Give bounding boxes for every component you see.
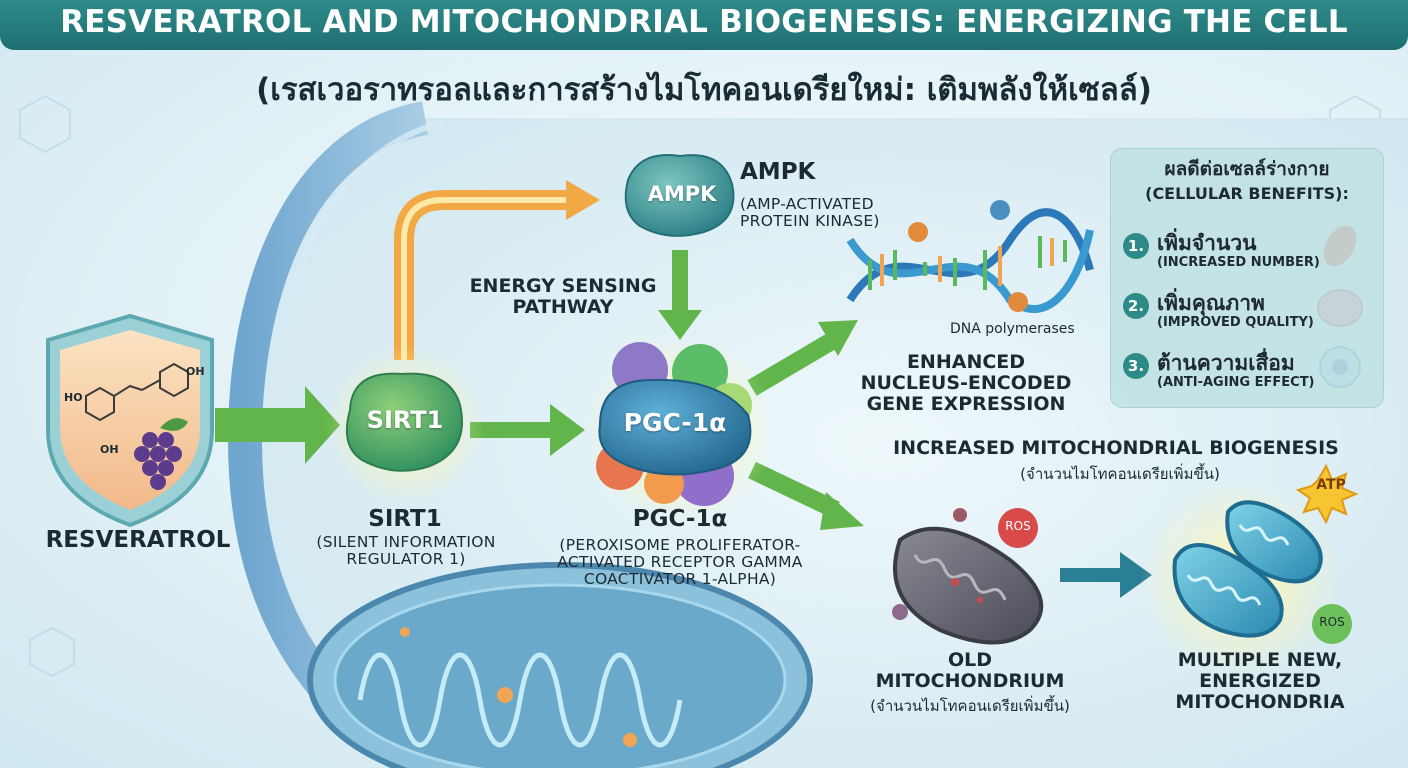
benefit-sub: (INCREASED NUMBER) bbox=[1157, 255, 1320, 270]
inner-mitochondrion-illustration bbox=[307, 562, 813, 768]
pgc1a-description: (PEROXISOME PROLIFERATOR-ACTIVATED RECEP… bbox=[557, 536, 803, 589]
atp-burst-icon bbox=[1295, 463, 1359, 525]
arrow-resveratrol-to-sirt1 bbox=[215, 386, 340, 464]
benefits-title-english: (CELLULAR BENEFITS): bbox=[1145, 184, 1349, 203]
biogenesis-title: INCREASED MITOCHONDRIAL BIOGENESIS bbox=[893, 437, 1339, 459]
dna-polymerases-label: DNA polymerases bbox=[950, 321, 1075, 337]
ampk-node-label: AMPK bbox=[647, 182, 717, 206]
pgc1a-node-label: PGC-1α bbox=[623, 408, 727, 437]
oh-label: HO bbox=[64, 391, 83, 404]
arrow-old-to-new-mito bbox=[1060, 552, 1152, 598]
oh-label: OH bbox=[186, 365, 205, 378]
resveratrol-shield-icon bbox=[46, 313, 214, 528]
cellular-benefits-panel: ผลดีต่อเซลล์ร่างกาย (CELLULAR BENEFITS):… bbox=[1110, 148, 1384, 408]
benefit-number: 3. bbox=[1123, 353, 1149, 379]
page-subtitle: (เรสเวอราทรอลและการสร้างไมโทคอนเดรียใหม่… bbox=[256, 72, 1152, 108]
biogenesis-thai-label: (จำนวนไมโทคอนเดรียเพิ่มขึ้น) bbox=[1020, 465, 1220, 483]
ampk-name: AMPK bbox=[740, 159, 816, 185]
atp-label: ATP bbox=[1316, 477, 1346, 493]
arrow-pgc-to-dna bbox=[747, 334, 835, 396]
old-mitochondrion-thai-label: (จำนวนไมโทคอนเดรียเพิ่มขึ้น) bbox=[870, 697, 1070, 715]
arrow-sirt1-to-pgc bbox=[470, 404, 585, 456]
old-mitochondrion-illustration bbox=[892, 508, 1044, 645]
title-banner bbox=[0, 0, 1408, 50]
sirt1-node bbox=[346, 372, 463, 472]
ros-label: ROS bbox=[1005, 519, 1031, 533]
pathway-arrows bbox=[215, 180, 1152, 598]
dna-helix-illustration bbox=[846, 200, 1094, 313]
new-mitochondria-illustration bbox=[1172, 463, 1359, 644]
benefit-sub: (IMPROVED QUALITY) bbox=[1157, 315, 1314, 330]
ros-label: ROS bbox=[1319, 615, 1345, 629]
benefit-main: เพิ่มคุณภาพ bbox=[1157, 291, 1265, 315]
page-title: RESVERATROL AND MITOCHONDRIAL BIOGENESIS… bbox=[60, 4, 1348, 40]
ros-particle-icon bbox=[998, 508, 1038, 548]
arrow-ampk-to-pgc bbox=[658, 250, 702, 340]
benefit-number: 2. bbox=[1123, 293, 1149, 319]
grape-icon bbox=[134, 418, 188, 490]
dna-polymerase-icon bbox=[990, 200, 1010, 220]
benefit-main: ต้านความเสื่อม bbox=[1157, 351, 1295, 375]
benefit-number: 1. bbox=[1123, 233, 1149, 259]
resveratrol-label: RESVERATROL bbox=[45, 527, 231, 553]
pgc1a-node bbox=[596, 342, 752, 506]
benefits-title-thai: ผลดีต่อเซลล์ร่างกาย bbox=[1164, 158, 1330, 180]
arrow-pgc-to-mito bbox=[748, 461, 840, 519]
pgc1a-name: PGC-1α bbox=[632, 506, 728, 532]
benefit-main: เพิ่มจำนวน bbox=[1157, 231, 1257, 255]
ampk-node bbox=[624, 154, 735, 237]
benefit-sub: (ANTI-AGING EFFECT) bbox=[1157, 375, 1315, 390]
sirt1-name: SIRT1 bbox=[368, 506, 442, 532]
dna-polymerase-icon bbox=[908, 222, 1028, 312]
ros-particle-icon bbox=[1312, 604, 1352, 644]
sirt1-node-label: SIRT1 bbox=[366, 406, 444, 434]
oh-label: OH bbox=[100, 443, 119, 456]
